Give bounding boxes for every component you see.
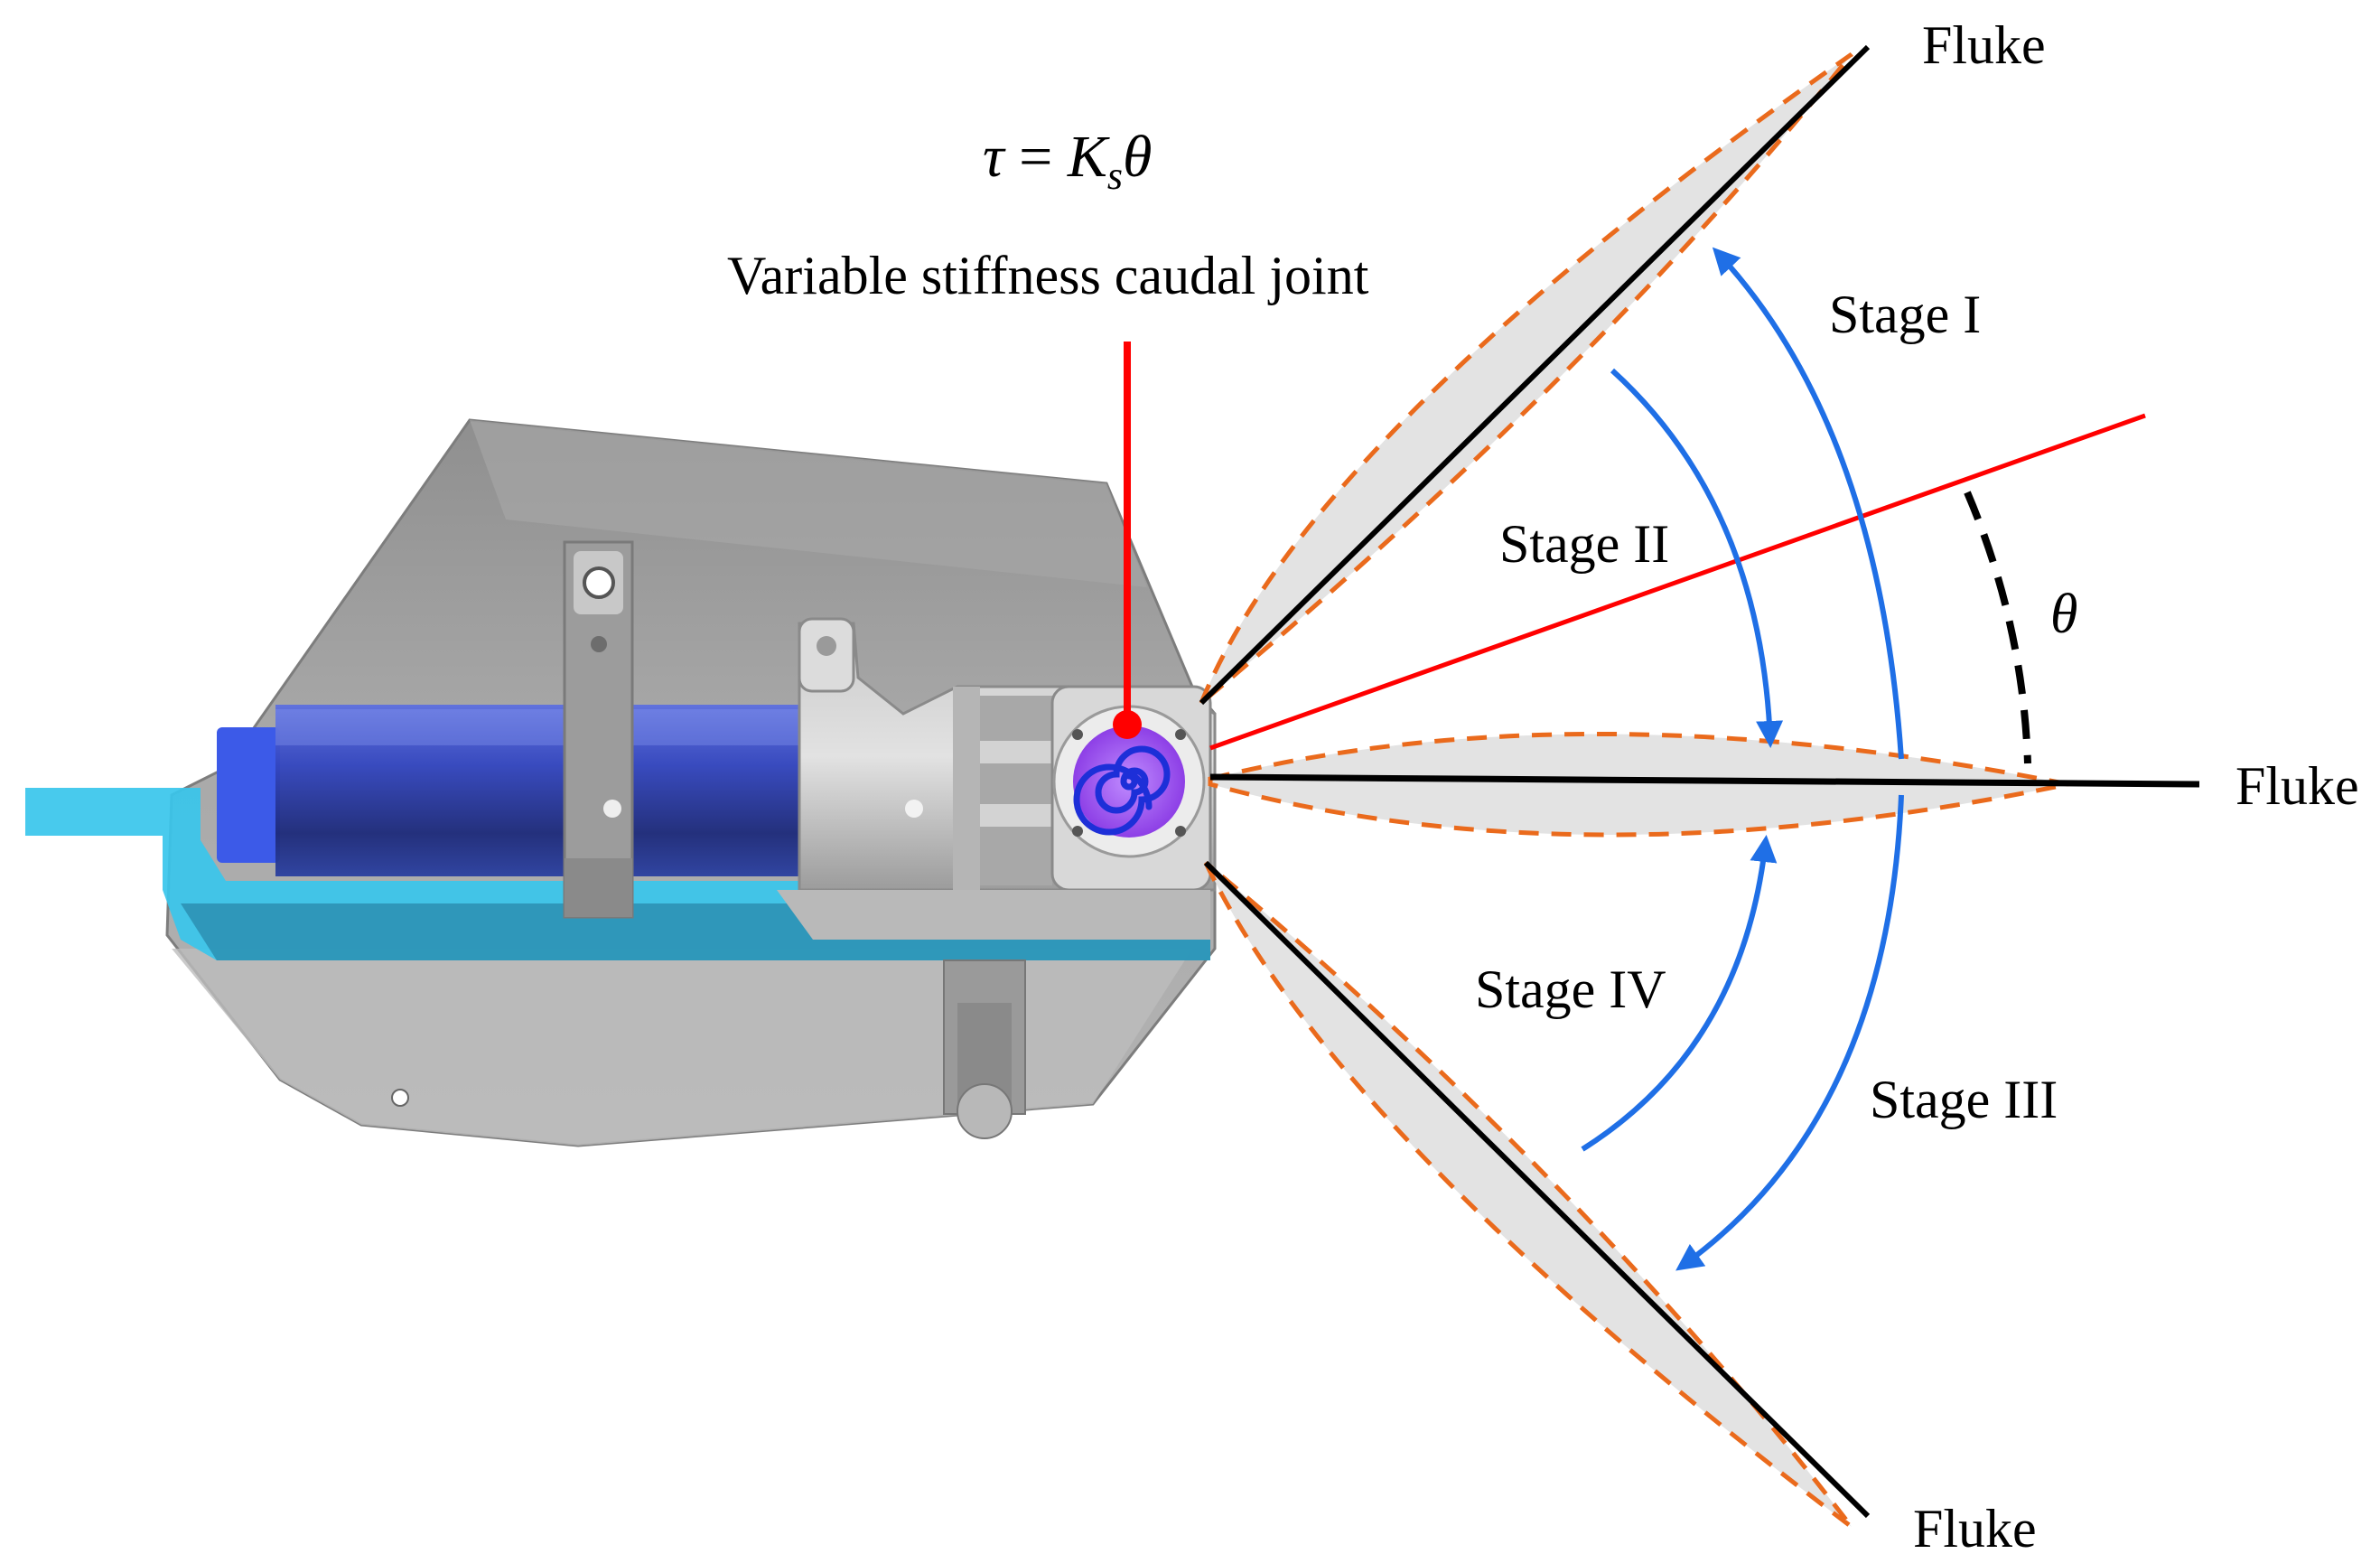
- hull-hole: [391, 1089, 409, 1107]
- motor-end-cap: [217, 727, 280, 863]
- stage-iv-label: Stage IV: [1475, 959, 1666, 1019]
- joint-pointer-dot: [1113, 710, 1142, 739]
- body-lower-panel: [172, 949, 1192, 1146]
- deflection-reference-line: [1209, 413, 2146, 751]
- equation-tau: τ: [983, 124, 1006, 190]
- fluke-upper-line: [1199, 44, 1871, 706]
- fluke-label-bottom: Fluke: [1913, 1499, 2037, 1558]
- fluke-upper: [1199, 44, 1871, 706]
- stage-i-label: Stage I: [1829, 285, 1981, 344]
- fluke-lower-envelope: [1203, 861, 1853, 1529]
- fluke-middle: [1208, 732, 2200, 838]
- spiral-spring-icon: [1073, 745, 1171, 836]
- stage-iv-arrow: [1581, 835, 1778, 1152]
- fluke-lower: [1203, 860, 1871, 1529]
- spring-joint: [1052, 705, 1206, 858]
- joint-label: Variable stiffness caudal joint: [727, 246, 1369, 305]
- rear-slot: [943, 959, 1026, 1139]
- body-top-panel: [470, 420, 1147, 587]
- theta-label: θ: [2050, 584, 2077, 645]
- equation-k: K: [1067, 124, 1110, 190]
- equation-subscript: s: [1107, 154, 1123, 198]
- mounting-bracket-left: [563, 540, 634, 919]
- equation-theta: θ: [1123, 124, 1152, 190]
- fluke-middle-line: [1209, 773, 2200, 788]
- stage-ii-arrow: [1610, 368, 1784, 748]
- stiffness-equation: τ = Ksθ: [983, 124, 1152, 198]
- fluke-label-middle: Fluke: [2235, 756, 2359, 816]
- fluke-lower-line: [1203, 860, 1871, 1519]
- fluke-label-top: Fluke: [1922, 15, 2046, 75]
- stage-iii-label: Stage III: [1870, 1070, 2058, 1129]
- stage-ii-label: Stage II: [1499, 514, 1669, 574]
- equation-equals: =: [1004, 124, 1068, 190]
- stage-i-arrow: [1712, 247, 1904, 760]
- stage-iii-arrow: [1675, 794, 1904, 1271]
- theta-angle-arc: [1964, 491, 2031, 764]
- robot-body: [25, 418, 1217, 1147]
